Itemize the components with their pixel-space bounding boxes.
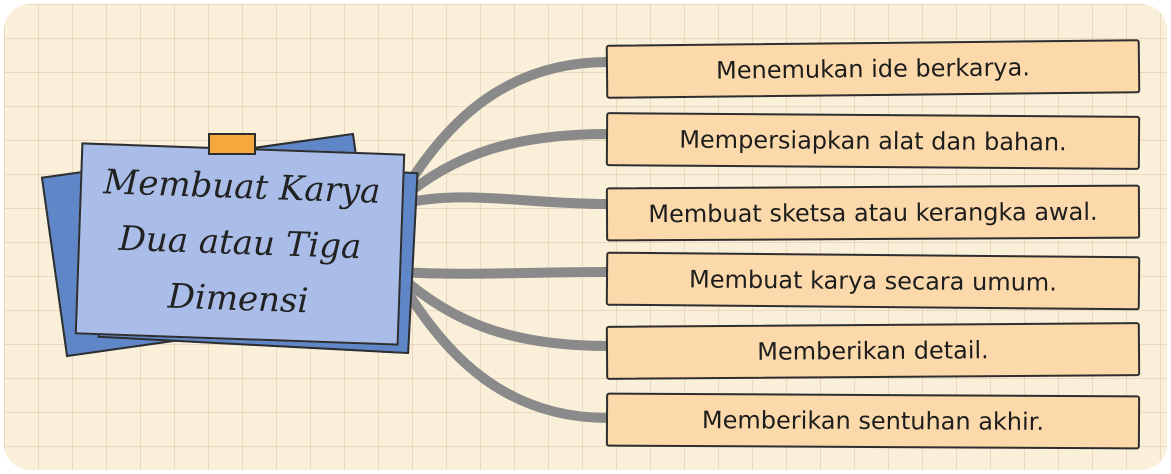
connector-5 bbox=[395, 271, 613, 351]
step-box-1: Menemukan ide berkarya. bbox=[605, 39, 1141, 99]
tape-strip bbox=[208, 133, 256, 155]
step-box-4: Membuat karya secara umum. bbox=[605, 251, 1141, 311]
connector-3 bbox=[395, 192, 613, 209]
connector-4 bbox=[395, 267, 613, 279]
step-box-6: Memberikan sentuhan akhir. bbox=[605, 392, 1141, 450]
connector-2 bbox=[395, 129, 613, 205]
connector-lines bbox=[395, 57, 613, 423]
step-box-2: Mempersiapkan alat dan bahan. bbox=[605, 112, 1141, 170]
step-box-5: Memberikan detail. bbox=[605, 322, 1141, 380]
step-box-3: Membuat sketsa atau kerangka awal. bbox=[605, 184, 1141, 242]
mind-map-board: Membuat Karya Dua atau Tiga Dimensi Mene… bbox=[4, 4, 1167, 470]
connector-1 bbox=[395, 57, 613, 203]
diagram-title: Membuat Karya Dua atau Tiga Dimensi bbox=[102, 162, 382, 322]
connector-6 bbox=[395, 275, 613, 423]
